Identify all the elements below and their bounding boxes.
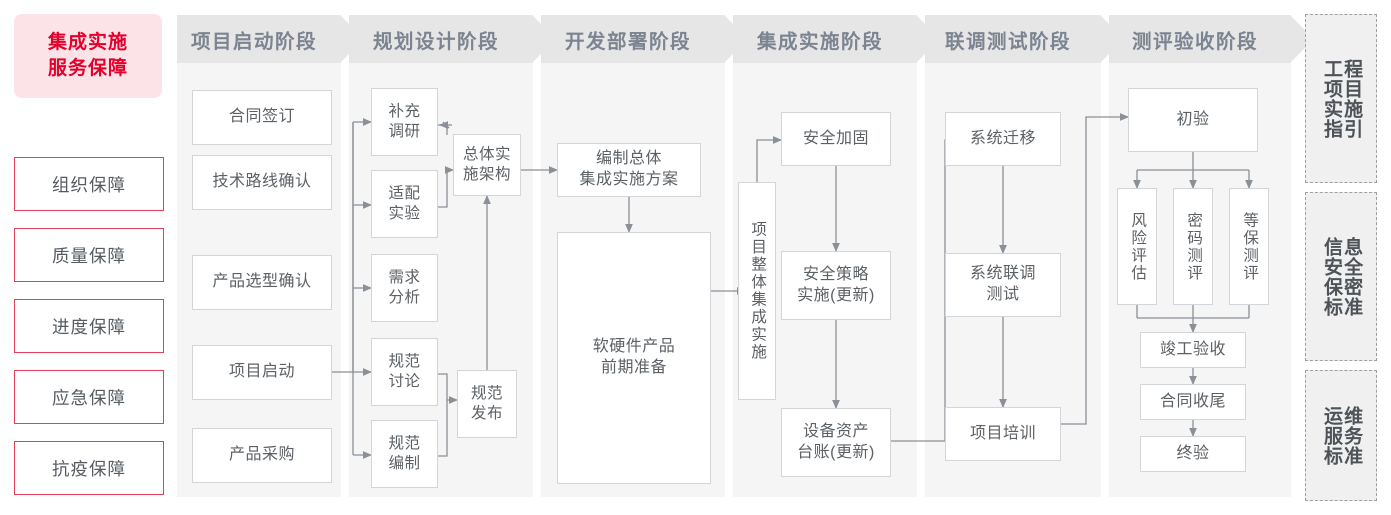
node-system-joint-debug-test[interactable]: 系统联调测试	[945, 253, 1061, 317]
guarantee-item-epidemic[interactable]: 抗疫保障	[14, 441, 164, 495]
node-requirement-analysis[interactable]: 需求分析	[371, 254, 438, 322]
guarantee-item-organization[interactable]: 组织保障	[14, 157, 164, 211]
node-project-training[interactable]: 项目培训	[945, 407, 1061, 461]
guarantee-title-line2: 服务保障	[47, 58, 128, 79]
phase-header-start-label: 项目启动阶段	[190, 30, 317, 53]
standard-infosec-col-left: 信安保标	[1321, 236, 1342, 317]
node-overall-implementation-architecture[interactable]: 总体实施架构	[453, 134, 521, 196]
phase-header-acceptance-label: 测评验收阶段	[1131, 30, 1258, 53]
node-system-migration[interactable]: 系统迁移	[945, 112, 1061, 166]
node-risk-assessment[interactable]: 风险评估	[1117, 188, 1157, 305]
node-security-policy-implementation[interactable]: 安全策略实施(更新)	[781, 251, 891, 320]
node-adaptation-experiment[interactable]: 适配实验	[371, 170, 438, 238]
phase-header-joint-test-label: 联调测试阶段	[944, 30, 1071, 53]
standard-engineering-col-right: 程目施引	[1341, 58, 1363, 139]
standard-ops-col-right: 维务准	[1341, 405, 1363, 466]
guarantee-item-schedule[interactable]: 进度保障	[14, 299, 164, 353]
phase-header-plan-label: 规划设计阶段	[372, 30, 499, 53]
guarantee-title-card: 集成实施 服务保障	[14, 14, 162, 98]
node-preliminary-acceptance[interactable]: 初验	[1128, 88, 1258, 152]
node-final-acceptance[interactable]: 终验	[1140, 436, 1246, 472]
standard-ops-col-left: 运服标	[1321, 405, 1342, 466]
standard-infosec-confidentiality[interactable]: 息全密准 信安保标	[1305, 192, 1377, 361]
node-spec-release[interactable]: 规范发布	[457, 370, 517, 438]
node-product-selection[interactable]: 产品选型确认	[192, 255, 332, 310]
phase-header-acceptance[interactable]: 测评验收阶段	[1109, 15, 1314, 63]
guarantee-item-emergency[interactable]: 应急保障	[14, 370, 164, 424]
node-hardware-software-preparation[interactable]: 软硬件产品前期准备	[557, 232, 711, 484]
phase-header-integration[interactable]: 集成实施阶段	[733, 15, 940, 63]
node-spec-drafting[interactable]: 规范编制	[371, 420, 438, 488]
node-equipment-asset-ledger[interactable]: 设备资产台账(更新)	[781, 408, 891, 477]
node-crypto-evaluation[interactable]: 密码测评	[1173, 188, 1213, 305]
phase-header-dev[interactable]: 开发部署阶段	[541, 15, 748, 63]
standard-engineering-guideline[interactable]: 程目施引 工项实指	[1305, 14, 1377, 183]
node-classified-evaluation[interactable]: 等保测评	[1229, 188, 1269, 305]
node-project-kickoff[interactable]: 项目启动	[192, 345, 332, 400]
node-supplementary-research[interactable]: 补充调研	[371, 88, 438, 156]
phase-header-dev-label: 开发部署阶段	[564, 30, 691, 53]
node-contract-signing[interactable]: 合同签订	[192, 90, 332, 145]
phase-header-plan[interactable]: 规划设计阶段	[349, 15, 556, 63]
phase-header-integration-label: 集成实施阶段	[756, 30, 883, 53]
guarantee-title-line1: 集成实施	[47, 32, 128, 54]
node-overall-integration-plan[interactable]: 编制总体集成实施方案	[557, 143, 701, 197]
node-spec-discussion[interactable]: 规范讨论	[371, 338, 438, 406]
node-security-hardening[interactable]: 安全加固	[781, 112, 891, 166]
node-contract-closure[interactable]: 合同收尾	[1140, 384, 1246, 420]
standard-ops-service[interactable]: 维务准 运服标	[1305, 370, 1377, 501]
node-tech-route-confirm[interactable]: 技术路线确认	[192, 155, 332, 210]
standard-infosec-col-right: 息全密准	[1341, 236, 1363, 317]
standard-engineering-col-left: 工项实指	[1321, 58, 1342, 139]
node-overall-project-integration[interactable]: 项目整体集成实施	[738, 182, 776, 400]
node-completion-acceptance[interactable]: 竣工验收	[1140, 332, 1246, 368]
phase-header-start[interactable]: 项目启动阶段	[177, 15, 364, 63]
node-product-purchase[interactable]: 产品采购	[192, 428, 332, 483]
phase-header-joint-test[interactable]: 联调测试阶段	[925, 15, 1124, 63]
guarantee-item-quality[interactable]: 质量保障	[14, 228, 164, 282]
